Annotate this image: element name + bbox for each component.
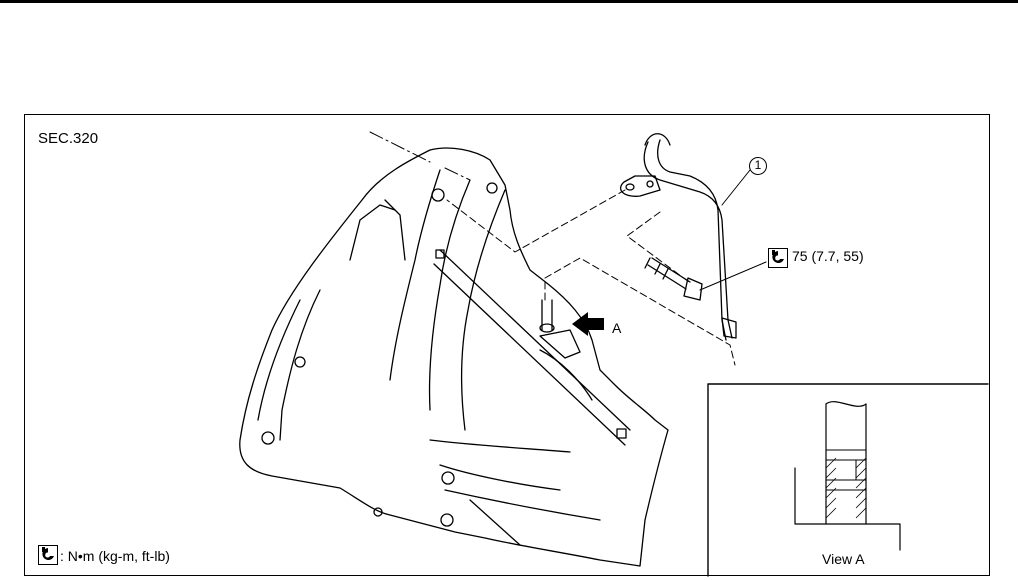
view-a-arrow <box>572 312 604 336</box>
torque-wrench-icon <box>768 248 788 268</box>
part-callout-number: 1 <box>749 157 767 175</box>
bolt <box>648 258 690 289</box>
view-arrow-label: A <box>612 320 621 336</box>
transmission-case-outline <box>240 148 668 566</box>
torque-value: 75 (7.7, 55) <box>792 248 864 264</box>
breather-hose <box>644 140 732 340</box>
torque-units-legend: : N•m (kg-m, ft-lb) <box>60 548 170 564</box>
section-code: SEC.320 <box>38 131 98 147</box>
legend-torque-wrench-icon <box>38 545 58 565</box>
view-a-label: View A <box>822 551 865 567</box>
